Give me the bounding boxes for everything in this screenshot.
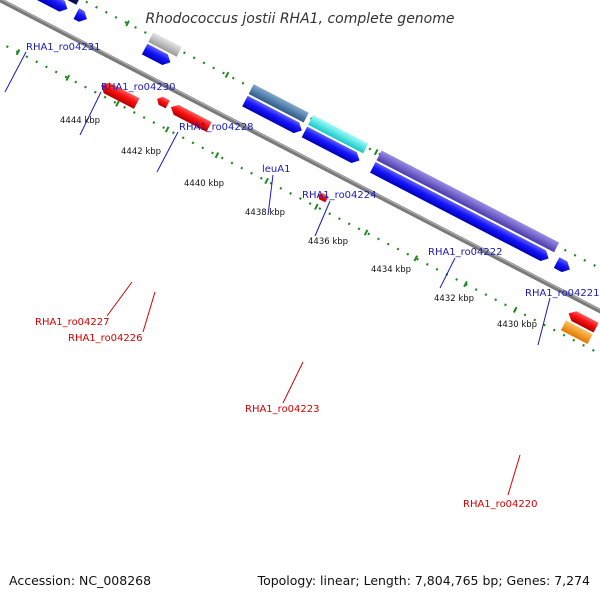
gene-label-ro04226[interactable]: RHA1_ro04226 [68,333,143,344]
cds-arrow-ro04228[interactable] [141,43,173,68]
cds-arrow-leuA1[interactable] [242,95,304,136]
genome-summary-text: Topology: linear; Length: 7,804,765 bp; … [257,573,590,588]
lower-tick-marks [15,49,518,313]
track-group [0,0,600,357]
kbp-label: 4440 kbp [184,179,224,189]
gene-label-ro04222[interactable]: RHA1_ro04222 [428,247,503,258]
cds-arrow-ro04226b[interactable] [168,102,212,132]
kbp-label: 4438 kbp [245,208,285,218]
gene-label-ro04227[interactable]: RHA1_ro04227 [35,317,110,328]
cds-arrow-ro04226a[interactable] [155,95,170,109]
cds-arrow-ro04220[interactable] [566,308,599,333]
accession-text: Accession: NC_008268 [9,573,151,588]
gene-label-ro04224[interactable]: RHA1_ro04224 [302,190,377,201]
genome-backbone [0,0,600,325]
gene-bar-ro04228[interactable] [148,32,182,57]
kbp-label: 4430 kbp [497,320,537,330]
cds-arrow-ro04222[interactable] [370,162,551,264]
kbp-label: 4444 kbp [60,116,100,126]
kbp-label: 4436 kbp [308,237,348,247]
cds-arrow-ro04221a[interactable] [553,257,573,275]
forward-gene-labels: RHA1_ro04231 RHA1_ro04230 RHA1_ro04228 l… [26,42,600,299]
gene-label-ro04228[interactable]: RHA1_ro04228 [179,122,254,133]
gene-bar-ro04222[interactable] [376,150,560,253]
reverse-gene-labels: RHA1_ro04227 RHA1_ro04226 RHA1_ro04223 R… [35,317,538,510]
cds-arrow-ro04227[interactable] [98,80,140,109]
cds-arrow-ro04230[interactable] [73,8,90,24]
gene-bar-leuA1[interactable] [248,84,309,123]
gene-bar-ro04220[interactable] [560,320,593,345]
kbp-scale-labels: 4444 kbp 4442 kbp 4440 kbp 4438 kbp 4436… [60,116,537,330]
cds-arrow-ro04224[interactable] [301,126,363,166]
cds-arrow-ro04223[interactable] [316,192,329,203]
gene-label-ro04221[interactable]: RHA1_ro04221 [525,288,600,299]
gene-label-ro04223[interactable]: RHA1_ro04223 [245,404,320,415]
gene-label-ro04230[interactable]: RHA1_ro04230 [101,82,176,93]
kbp-label: 4442 kbp [121,147,161,157]
kbp-label: 4432 kbp [434,294,474,304]
backbone-highlight [0,0,600,322]
lower-dotted-guide [0,9,600,357]
map-title: Rhodococcus jostii RHA1, complete genome [145,11,454,27]
gene-label-ro04231[interactable]: RHA1_ro04231 [26,42,101,53]
label-leader-lines [4,51,551,496]
kbp-label: 4434 kbp [371,265,411,275]
gene-label-ro04220[interactable]: RHA1_ro04220 [463,499,538,510]
gene-label-leuA1[interactable]: leuA1 [262,164,290,175]
gene-bar-ro04224[interactable] [308,115,369,154]
